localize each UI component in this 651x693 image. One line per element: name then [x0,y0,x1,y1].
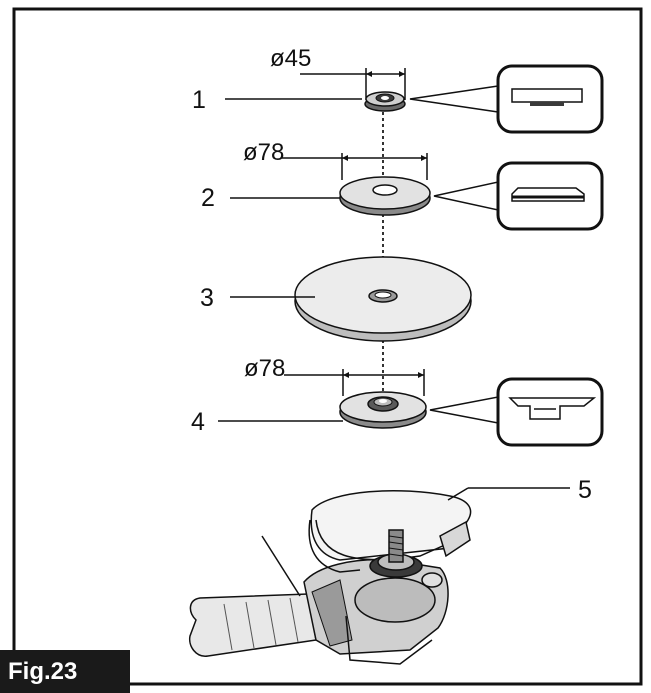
part-1-lock-nut [300,68,406,112]
diameter-label-4: ø78 [244,355,285,382]
angle-grinder [188,490,472,665]
figure-number-label: Fig.23 [0,650,130,693]
part-4-inner-flange [284,369,427,429]
figure-frame [12,7,643,686]
cross-section-callout-1 [409,64,604,134]
part-label-3: 3 [200,284,214,312]
diameter-label-2: ø78 [243,139,284,166]
part-2-outer-flange [282,153,431,216]
part-3-abrasive-disc [294,256,472,342]
leader-line-5 [447,487,469,501]
cross-section-callout-2 [433,161,604,231]
part-label-1: 1 [192,86,206,114]
part-label-5: 5 [578,476,592,504]
diameter-label-1: ø45 [270,45,311,72]
part-label-2: 2 [201,184,215,212]
part-label-4: 4 [191,408,205,436]
cross-section-callout-4 [429,377,604,447]
